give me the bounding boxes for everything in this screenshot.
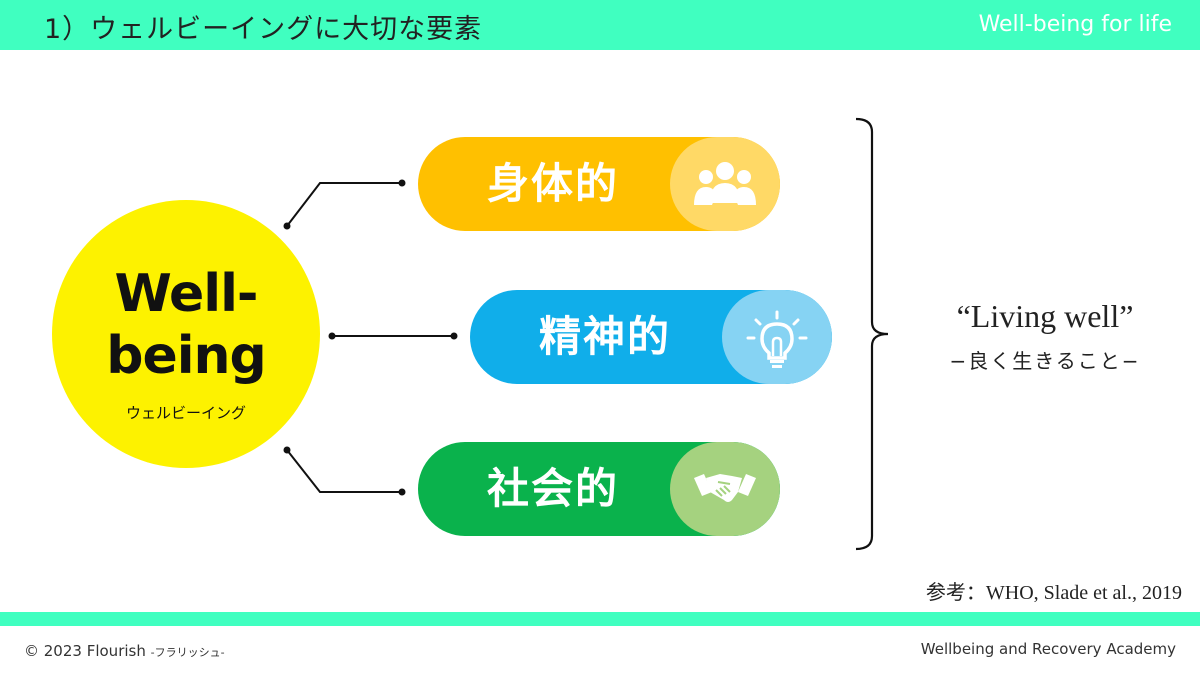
brand-text: Well-being for life bbox=[978, 12, 1172, 37]
factor-icon-cap bbox=[670, 442, 780, 536]
factor-icon-cap bbox=[722, 290, 832, 384]
footer-academy: Wellbeing and Recovery Academy bbox=[920, 640, 1176, 658]
bracket bbox=[855, 117, 889, 551]
factor-social: 社会的 bbox=[418, 442, 780, 536]
reference-text: 参考：WHO, Slade et al., 2019 bbox=[925, 582, 1182, 604]
wellbeing-caption: ウェルビーイング bbox=[125, 404, 246, 422]
header-bar: 1）ウェルビーイングに大切な要素 Well-being for life bbox=[0, 0, 1200, 50]
footer-bar bbox=[0, 612, 1200, 626]
handshake-icon bbox=[694, 474, 756, 502]
slide-title: 1）ウェルビーイングに大切な要素 bbox=[44, 14, 483, 45]
people-icon bbox=[694, 162, 756, 205]
factor-label: 精神的 bbox=[538, 312, 671, 361]
wellbeing-circle: Well- being ウェルビーイング bbox=[52, 200, 320, 468]
living-well-quote: “Living well” bbox=[956, 298, 1134, 334]
factor-label: 社会的 bbox=[486, 464, 619, 513]
factor-label: 身体的 bbox=[486, 159, 619, 208]
living-well-subtitle: −良く生きること− bbox=[949, 349, 1141, 373]
factor-icon-cap bbox=[670, 137, 780, 231]
factor-physical: 身体的 bbox=[418, 137, 780, 231]
wellbeing-title-line1: Well- bbox=[114, 264, 258, 324]
copyright-text: © 2023 Flourish bbox=[24, 642, 151, 660]
factor-mental: 精神的 bbox=[470, 290, 832, 384]
wellbeing-title-line2: being bbox=[106, 326, 267, 386]
copyright-sub: -フラリッシュ- bbox=[150, 646, 225, 659]
lightbulb-icon bbox=[746, 310, 808, 368]
footer-copyright: © 2023 Flourish -フラリッシュ- bbox=[24, 642, 225, 660]
